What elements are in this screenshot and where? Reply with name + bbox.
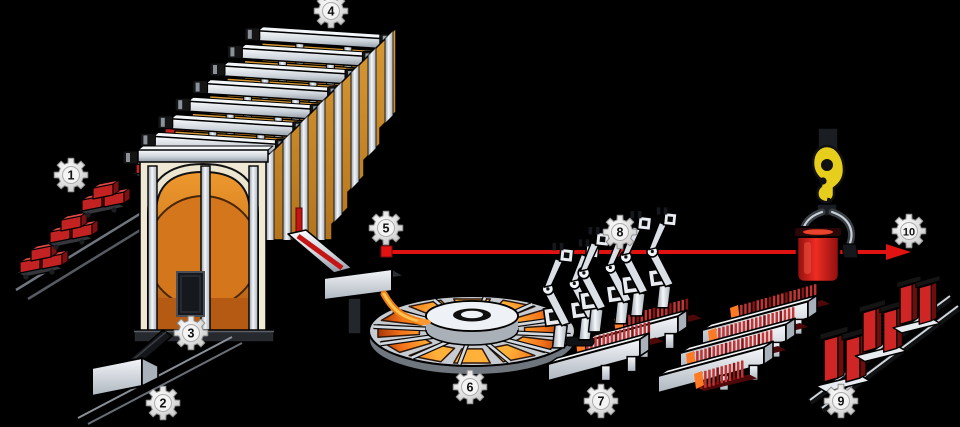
step-number: 10 [903,226,915,238]
pour-stream [380,290,431,326]
cooling-rack [547,321,664,382]
melting-furnace [133,145,275,343]
skip-car [91,357,159,397]
casting-wheel [368,295,576,376]
wheel-hub [425,300,519,346]
anode-plate [815,325,871,393]
launder-tundish [287,207,405,335]
cooling-rack [657,330,786,394]
ingot-stack [45,211,99,250]
process-step-badge-7: 7 [583,383,619,419]
takeoff-arm [577,226,611,333]
step-number: 3 [188,326,195,340]
takeoff-arm [541,242,575,349]
step-number: 8 [617,225,624,239]
step-number: 7 [598,394,605,408]
process-step-badge-3: 3 [173,315,209,351]
process-step-badge-6: 6 [452,369,488,405]
process-step-badge-1: 1 [53,157,89,193]
step-badges: 1 2 3 4 5 6 7 8 9 10 [53,0,927,421]
furnace-door [176,271,205,317]
process-step-badge-9: 9 [823,383,859,419]
process-step-badge-4: 4 [313,0,349,29]
ingot-stack [15,241,69,280]
ingot-stack [77,179,131,218]
process-step-badge-10: 10 [891,213,927,249]
anode-plate [892,275,941,334]
process-step-badge-8: 8 [602,214,638,250]
step-number: 4 [328,4,335,18]
anode-conveyor [807,275,960,413]
skip-hoist [77,329,243,425]
crane-hook [811,144,846,204]
crane-ladle [793,127,859,284]
anode-stack [694,360,758,391]
process-step-badge-5: 5 [368,210,404,246]
step-number: 2 [160,396,167,410]
process-step-badge-2: 2 [145,385,181,421]
anode-takeoff-machines [541,207,830,394]
step-number: 1 [68,168,75,182]
step-number: 9 [838,394,845,408]
step-number: 5 [383,221,390,235]
ladle [793,226,843,284]
takeoff-arm [646,207,678,309]
step-number: 6 [467,380,474,394]
